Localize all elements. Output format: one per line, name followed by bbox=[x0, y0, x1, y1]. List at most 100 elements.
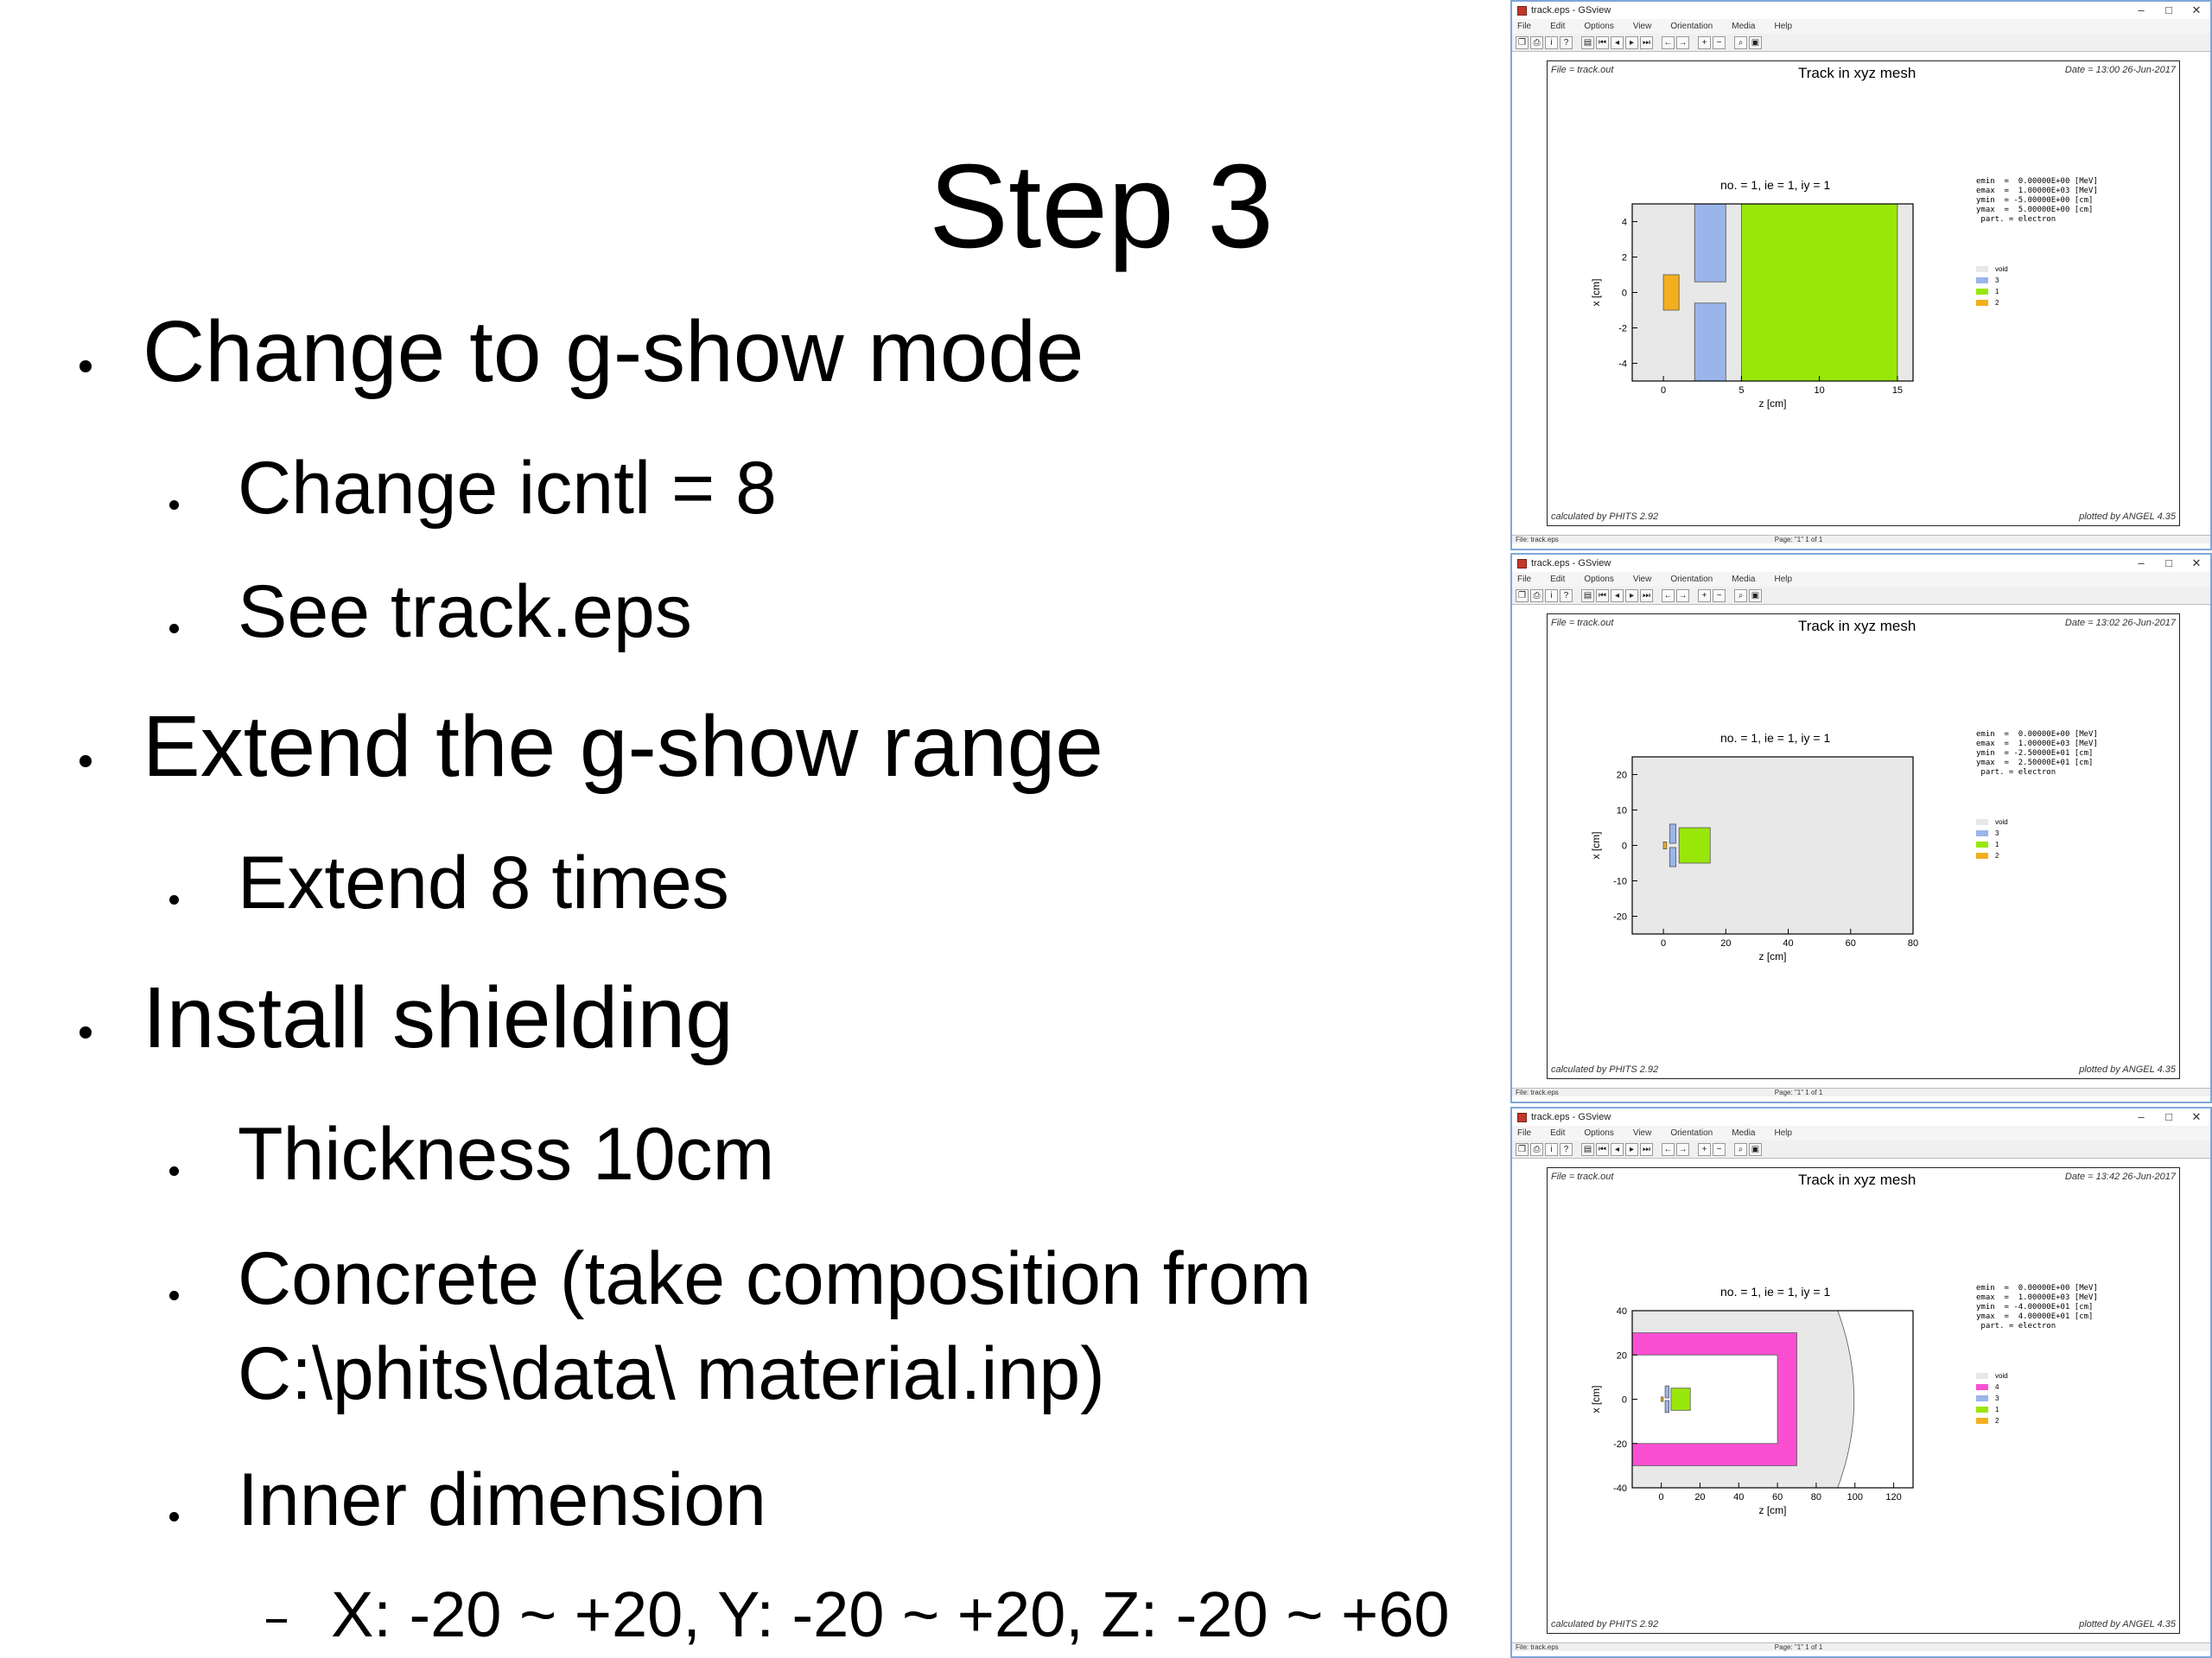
menu-item-media[interactable]: Media bbox=[1732, 575, 1756, 584]
last-page-icon[interactable]: ⏭ bbox=[1640, 1142, 1653, 1156]
back-icon[interactable]: ← bbox=[1662, 1142, 1675, 1156]
menu-item-edit[interactable]: Edit bbox=[1550, 22, 1566, 31]
menu-bar: File Edit Options View Orientation Media Help bbox=[1512, 19, 2210, 34]
fit-icon[interactable]: ▣ bbox=[1749, 1142, 1762, 1156]
next-page-icon[interactable]: ▸ bbox=[1625, 35, 1638, 49]
minimize-button[interactable]: – bbox=[2138, 556, 2145, 569]
plot-title: Track in xyz mesh bbox=[1798, 1172, 1916, 1188]
window-controls: – □ ✕ bbox=[2127, 1110, 2210, 1124]
maximize-button[interactable]: □ bbox=[2165, 1110, 2172, 1123]
goto-page-icon[interactable]: ▤ bbox=[1581, 35, 1594, 49]
zoom-out-icon[interactable]: − bbox=[1713, 1142, 1726, 1156]
zoom-out-icon[interactable]: − bbox=[1713, 588, 1726, 602]
plot-title: Track in xyz mesh bbox=[1798, 65, 1916, 81]
zoom-out-icon[interactable]: − bbox=[1713, 35, 1726, 49]
back-icon[interactable]: ← bbox=[1662, 588, 1675, 602]
menu-item-help[interactable]: Help bbox=[1774, 1128, 1793, 1138]
first-page-icon[interactable]: ⏮ bbox=[1596, 588, 1609, 602]
open-icon[interactable]: ❐ bbox=[1516, 1142, 1529, 1156]
forward-icon[interactable]: → bbox=[1676, 588, 1689, 602]
close-button[interactable]: ✕ bbox=[2191, 556, 2202, 569]
maximize-button[interactable]: □ bbox=[2165, 556, 2172, 569]
magnify-icon[interactable]: ⌕ bbox=[1734, 588, 1747, 602]
menu-item-view[interactable]: View bbox=[1632, 575, 1652, 584]
open-icon[interactable]: ❐ bbox=[1516, 35, 1529, 49]
close-button[interactable]: ✕ bbox=[2191, 1110, 2202, 1123]
legend-entry: 2 bbox=[1976, 297, 2008, 308]
menu-item-options[interactable]: Options bbox=[1584, 575, 1614, 584]
prev-page-icon[interactable]: ◂ bbox=[1611, 35, 1624, 49]
next-page-icon[interactable]: ▸ bbox=[1625, 588, 1638, 602]
print-icon[interactable]: ⎙ bbox=[1530, 1142, 1543, 1156]
magnify-icon[interactable]: ⌕ bbox=[1734, 1142, 1747, 1156]
menu-item-view[interactable]: View bbox=[1632, 22, 1652, 31]
plot-subtitle: no. = 1, ie = 1, iy = 1 bbox=[1720, 178, 1831, 192]
fit-icon[interactable]: ▣ bbox=[1749, 588, 1762, 602]
prev-page-icon[interactable]: ◂ bbox=[1611, 588, 1624, 602]
prev-page-icon[interactable]: ◂ bbox=[1611, 1142, 1624, 1156]
back-icon[interactable]: ← bbox=[1662, 35, 1675, 49]
menu-item-edit[interactable]: Edit bbox=[1550, 575, 1566, 584]
info-icon[interactable]: i bbox=[1545, 1142, 1558, 1156]
print-icon[interactable]: ⎙ bbox=[1530, 35, 1543, 49]
menu-item-file[interactable]: File bbox=[1517, 22, 1532, 31]
forward-icon[interactable]: → bbox=[1676, 1142, 1689, 1156]
menu-item-orientation[interactable]: Orientation bbox=[1670, 575, 1713, 584]
menu-item-media[interactable]: Media bbox=[1732, 1128, 1756, 1138]
menu-item-media[interactable]: Media bbox=[1732, 22, 1756, 31]
legend-label: void bbox=[1995, 1372, 2008, 1380]
legend-entry: 2 bbox=[1976, 1415, 2008, 1426]
zoom-in-icon[interactable]: + bbox=[1698, 1142, 1711, 1156]
goto-page-icon[interactable]: ▤ bbox=[1581, 588, 1594, 602]
bullet-dash bbox=[266, 1619, 287, 1623]
magnify-icon[interactable]: ⌕ bbox=[1734, 35, 1747, 49]
help-icon[interactable]: ? bbox=[1560, 1142, 1573, 1156]
forward-icon[interactable]: → bbox=[1676, 35, 1689, 49]
first-page-icon[interactable]: ⏮ bbox=[1596, 1142, 1609, 1156]
info-icon[interactable]: i bbox=[1545, 588, 1558, 602]
maximize-button[interactable]: □ bbox=[2165, 3, 2172, 16]
parameter-info: emin = 0.00000E+00 [MeV] emax = 1.00000E… bbox=[1976, 1284, 2098, 1331]
region-cell bbox=[1670, 1388, 1691, 1411]
menu-item-help[interactable]: Help bbox=[1774, 22, 1793, 31]
last-page-icon[interactable]: ⏭ bbox=[1640, 35, 1653, 49]
menu-item-file[interactable]: File bbox=[1517, 575, 1532, 584]
close-button[interactable]: ✕ bbox=[2191, 3, 2202, 16]
y-tick-label: 20 bbox=[1617, 771, 1627, 781]
region-cell bbox=[1694, 203, 1726, 283]
y-tick-label: 0 bbox=[1622, 1395, 1627, 1406]
minimize-button[interactable]: – bbox=[2138, 3, 2145, 16]
minimize-button[interactable]: – bbox=[2138, 1110, 2145, 1123]
help-icon[interactable]: ? bbox=[1560, 588, 1573, 602]
menu-item-file[interactable]: File bbox=[1517, 1128, 1532, 1138]
legend-swatch bbox=[1976, 277, 1988, 283]
legend-entry: 4 bbox=[1976, 1382, 2008, 1393]
menu-item-edit[interactable]: Edit bbox=[1550, 1128, 1566, 1138]
menu-item-help[interactable]: Help bbox=[1774, 575, 1793, 584]
print-icon[interactable]: ⎙ bbox=[1530, 588, 1543, 602]
legend-label: 2 bbox=[1995, 852, 1999, 860]
plot-title: Track in xyz mesh bbox=[1798, 618, 1916, 634]
fit-icon[interactable]: ▣ bbox=[1749, 35, 1762, 49]
last-page-icon[interactable]: ⏭ bbox=[1640, 588, 1653, 602]
zoom-in-icon[interactable]: + bbox=[1698, 35, 1711, 49]
zoom-in-icon[interactable]: + bbox=[1698, 588, 1711, 602]
help-icon[interactable]: ? bbox=[1560, 35, 1573, 49]
menu-item-orientation[interactable]: Orientation bbox=[1670, 22, 1713, 31]
bullet-dot bbox=[169, 1291, 179, 1300]
first-page-icon[interactable]: ⏮ bbox=[1596, 35, 1609, 49]
region-cell bbox=[1669, 847, 1676, 867]
next-page-icon[interactable]: ▸ bbox=[1625, 1142, 1638, 1156]
menu-item-options[interactable]: Options bbox=[1584, 1128, 1614, 1138]
menu-item-options[interactable]: Options bbox=[1584, 22, 1614, 31]
open-icon[interactable]: ❐ bbox=[1516, 588, 1529, 602]
menu-item-orientation[interactable]: Orientation bbox=[1670, 1128, 1713, 1138]
calculated-by-label: calculated by PHITS 2.92 bbox=[1551, 1619, 1659, 1629]
info-icon[interactable]: i bbox=[1545, 35, 1558, 49]
slide-title: Step 3 bbox=[929, 140, 1274, 273]
goto-page-icon[interactable]: ▤ bbox=[1581, 1142, 1594, 1156]
menu-item-view[interactable]: View bbox=[1632, 1128, 1652, 1138]
